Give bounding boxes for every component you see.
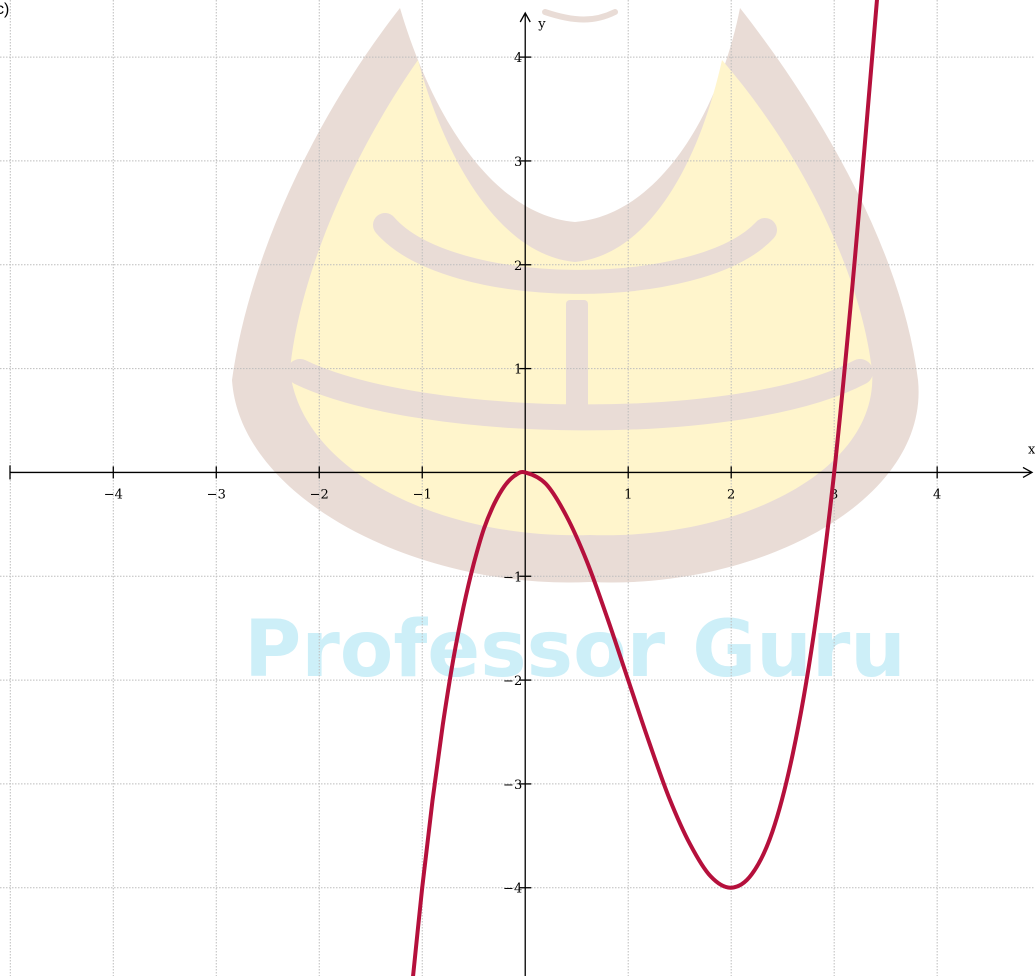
y-axis-label: y (537, 17, 546, 32)
series-curve (411, 0, 879, 976)
y-tick-label: 1 (514, 363, 522, 378)
y-tick-label: 3 (514, 155, 522, 170)
tick-labels: −4 −3 −2 −1 1 2 3 4 −4 −3 −2 −1 1 2 3 4 (104, 51, 942, 897)
y-tick-label: −1 (503, 570, 522, 585)
x-axis-arrow (1022, 466, 1034, 478)
y-tick-label: 4 (514, 51, 522, 66)
x-tick-label: 1 (624, 487, 632, 502)
x-tick-label: 2 (727, 487, 735, 502)
y-tick-label: −2 (503, 674, 522, 689)
x-tick-label: −2 (310, 487, 329, 502)
y-tick-label: −3 (503, 778, 522, 793)
emblem-inner-arc (373, 213, 777, 294)
y-tick-label: 2 (514, 259, 522, 274)
emblem-stem (566, 300, 588, 410)
x-axis-label: x (1028, 442, 1035, 457)
x-tick-label: −1 (413, 487, 432, 502)
emblem-top-mark (542, 9, 618, 23)
x-tick-label: 4 (933, 487, 941, 502)
professor-guru-watermark: Professor Guru (232, 8, 919, 695)
y-axis-arrow (519, 11, 531, 23)
x-tick-label: −4 (104, 487, 123, 502)
y-tick-label: −4 (503, 882, 522, 897)
figure-label: c) (0, 1, 9, 18)
x-tick-label: 3 (830, 487, 838, 502)
x-tick-label: −3 (207, 487, 226, 502)
emblem-lower-arc (287, 359, 873, 431)
